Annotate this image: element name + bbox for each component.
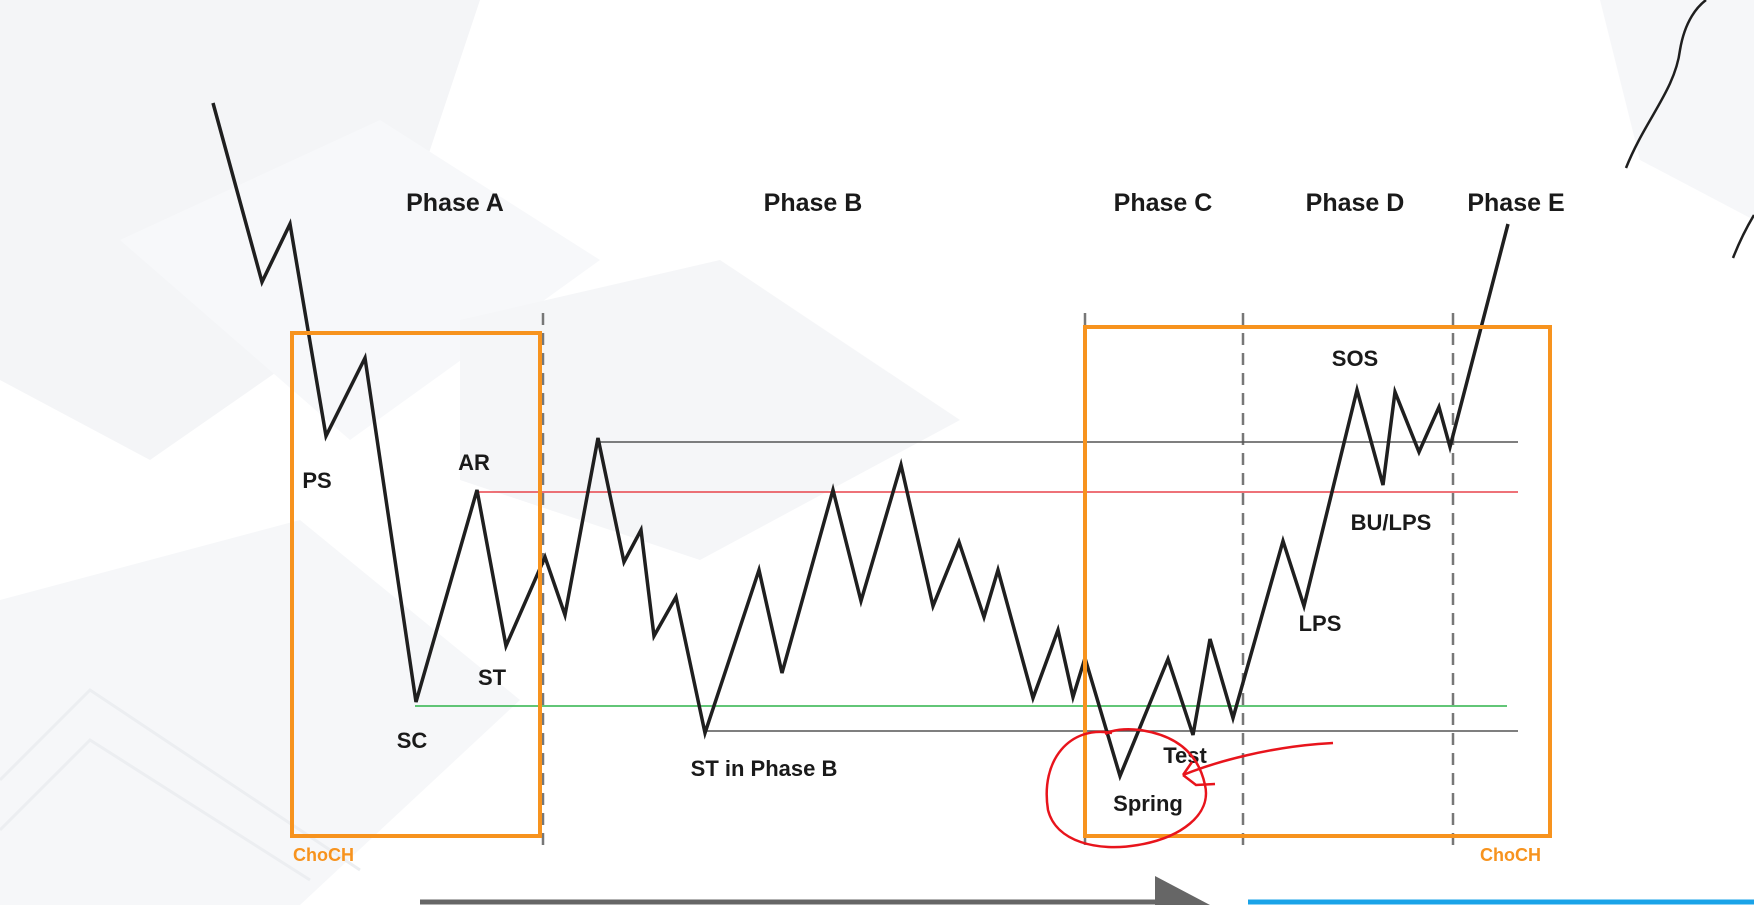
st-in-phase-b-label: ST in Phase B: [691, 756, 838, 781]
ps-label: PS: [302, 468, 331, 493]
phase-e-label: Phase E: [1467, 189, 1564, 217]
choch-label-left: ChoCH: [293, 845, 354, 865]
choch-box-left: [290, 331, 542, 838]
phase-c-label: Phase C: [1114, 189, 1213, 217]
sketch-curve: [1624, 0, 1707, 169]
test-label: Test: [1163, 743, 1207, 768]
spring-label: Spring: [1113, 791, 1183, 816]
phase-b-label: Phase B: [764, 189, 863, 217]
choch-box-right: [1083, 325, 1552, 838]
timeline-arrowhead: [1155, 876, 1210, 905]
phase-d-label: Phase D: [1306, 189, 1405, 217]
choch-label-right: ChoCH: [1480, 845, 1541, 865]
phase-a-label: Phase A: [406, 189, 504, 217]
lps-label: LPS: [1299, 611, 1342, 636]
bu-lps-label: BU/LPS: [1351, 510, 1432, 535]
spring-circle-annotation: [1045, 727, 1208, 849]
sos-label: SOS: [1332, 346, 1378, 371]
sketch-curve-2: [1731, 214, 1754, 259]
price-path: [211, 102, 1510, 782]
pointing-arrow-annotation: [1181, 741, 1334, 787]
st-label: ST: [478, 665, 507, 690]
sc-label: SC: [397, 728, 428, 753]
ar-label: AR: [458, 450, 490, 475]
